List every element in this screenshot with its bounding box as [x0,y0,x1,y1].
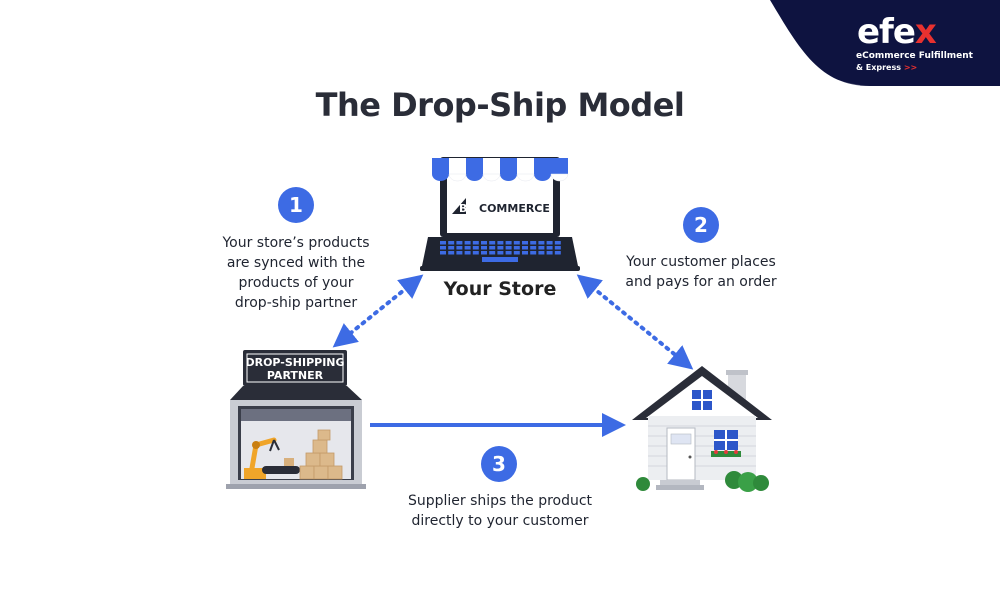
step-2-caption: Your customer places and pays for an ord… [625,254,777,290]
screen-brand-left: BIG [459,202,481,215]
laptop-key [497,246,504,250]
laptop-key [472,251,479,255]
laptop-key [440,251,446,255]
laptop-key [522,251,528,255]
laptop-key [505,241,512,245]
laptop-key [489,251,496,255]
step-3-caption: Supplier ships the product directly to y… [407,493,593,529]
brand-tagline-secondary: & Express >> [856,63,918,72]
laptop-key [538,251,545,255]
laptop-key [464,246,471,250]
step-1-caption: Your store’s products are synced with th… [222,235,370,311]
customer-house-icon [632,366,772,492]
laptop-key [456,246,463,250]
laptop-key [456,241,463,245]
laptop-key [464,241,471,245]
laptop-key [448,241,455,245]
laptop-key [530,241,537,245]
brand-logo[interactable]: efex [857,12,937,52]
laptop-key [513,251,520,255]
screen-brand-right: COMMERCE [479,202,550,215]
laptop-key [497,251,504,255]
laptop-key [513,241,520,245]
laptop-key [472,246,479,250]
warehouse-icon: DROP-SHIPPING PARTNER [226,350,366,489]
laptop-key [489,241,496,245]
laptop-key [448,246,455,250]
laptop-key [554,246,561,250]
step-2-badge: 2 [683,207,719,243]
laptop-key [448,251,455,255]
brand-corner [759,0,1000,87]
partner-sign-line2: PARTNER [267,369,324,382]
laptop-key [513,246,520,250]
order-arrow [576,274,694,370]
laptop-store-icon: BIG COMMERCE [420,157,580,271]
laptop-key [522,246,528,250]
laptop-key [538,246,545,250]
laptop-key [530,246,537,250]
laptop-key [472,241,479,245]
brand-tagline: eCommerce Fulfillment [856,51,973,61]
partner-sign-line1: DROP-SHIPPING [245,356,344,369]
laptop-key [546,241,553,245]
laptop-key [456,251,463,255]
laptop-key [440,241,446,245]
sync-arrow [332,274,424,348]
laptop-key [481,246,487,250]
laptop-key [440,246,446,250]
laptop-key [489,246,496,250]
laptop-key [554,241,561,245]
laptop-key [481,241,487,245]
laptop-key [530,251,537,255]
laptop-key [554,251,561,255]
step-1-badge: 1 [278,187,314,223]
laptop-key [505,251,512,255]
page-title: The Drop-Ship Model [315,86,685,124]
laptop-key [505,246,512,250]
step-3-badge: 3 [481,446,517,482]
store-label: Your Store [443,278,557,300]
laptop-key [522,241,528,245]
laptop-key [546,246,553,250]
laptop-key [481,251,487,255]
laptop-key [546,251,553,255]
laptop-key [464,251,471,255]
laptop-key [497,241,504,245]
laptop-key [538,241,545,245]
